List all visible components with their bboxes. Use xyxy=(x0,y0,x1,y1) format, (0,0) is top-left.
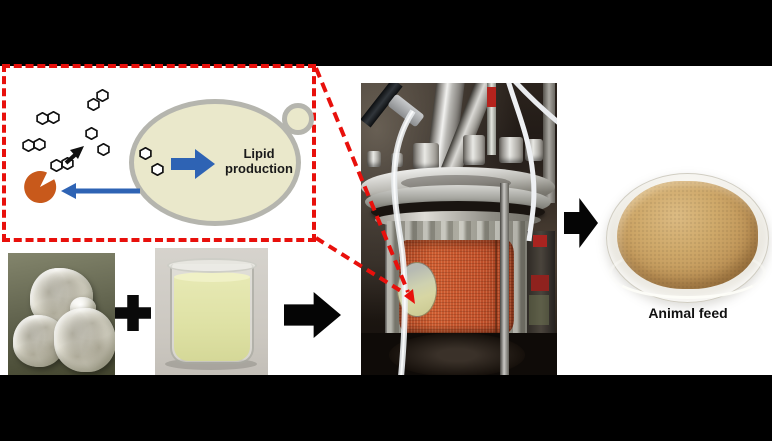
letterbox-top xyxy=(0,0,772,66)
figure-canvas: Lipid production xyxy=(0,64,772,375)
arrow-right-icon xyxy=(564,198,598,248)
bottle-red-label xyxy=(531,275,549,291)
animal-feed-label: Animal feed xyxy=(648,305,728,321)
white-cable xyxy=(506,83,537,242)
sensor-tube xyxy=(487,83,496,155)
culture-broth-beaker-photo xyxy=(155,248,268,375)
heating-jacket-seam xyxy=(495,240,497,333)
petri-dish-rim xyxy=(609,247,766,299)
stirred-tank-bioreactor-photo xyxy=(361,83,557,375)
headplate-port xyxy=(413,143,439,169)
arrow-right-icon xyxy=(284,292,341,338)
sensor-red-band xyxy=(487,87,496,107)
fungal-pellet xyxy=(54,308,115,372)
headplate-port xyxy=(463,135,485,165)
tubing-overlay xyxy=(391,83,557,375)
bottle-glass xyxy=(529,295,549,325)
fungal-pellets-photo xyxy=(8,253,115,375)
feed-powder-petri-dish-photo xyxy=(606,173,769,303)
yeast-cell-icon xyxy=(129,99,301,226)
zoom-callout-box xyxy=(2,64,316,242)
lipid-production-label: Lipid production xyxy=(225,146,293,176)
white-cable xyxy=(513,83,557,125)
beaker-rim xyxy=(167,258,257,273)
bottle-red-cap xyxy=(533,235,547,247)
beaker-liquid-surface xyxy=(174,272,250,282)
plus-icon xyxy=(115,295,151,331)
beaker-liquid xyxy=(174,276,250,361)
headplate-port xyxy=(499,137,523,163)
beaker-shadow xyxy=(165,358,257,370)
stand-rod xyxy=(500,183,509,375)
letterbox-bottom xyxy=(0,375,772,441)
